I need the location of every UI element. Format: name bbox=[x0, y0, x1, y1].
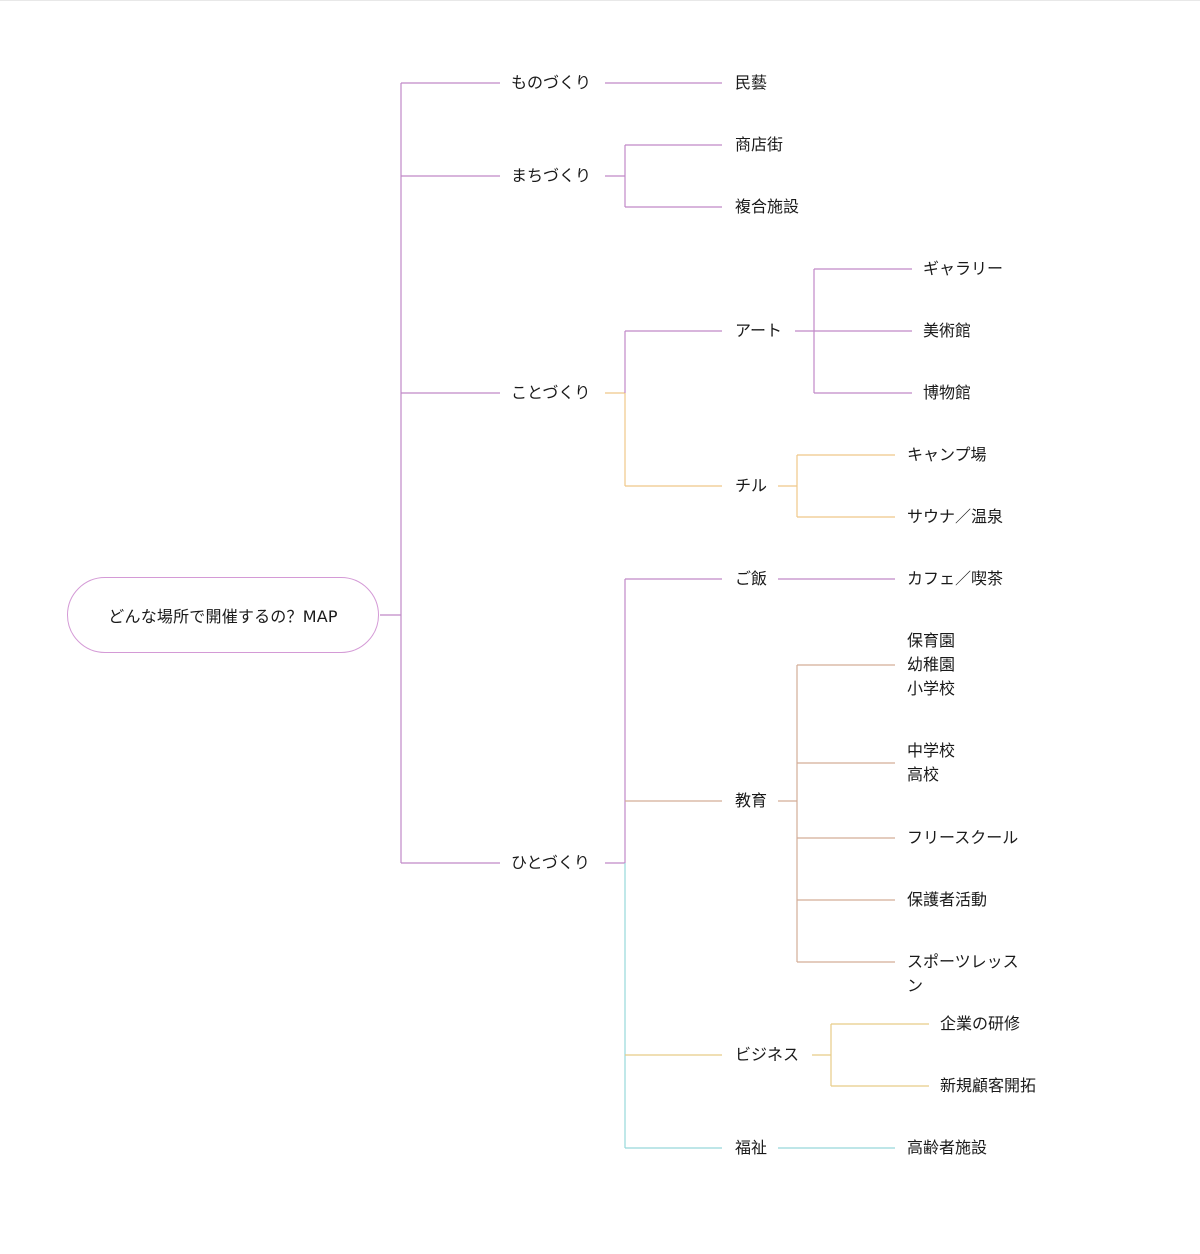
node-fukushi[interactable]: 福祉 bbox=[735, 1138, 768, 1157]
node-chugakko-line-2: 高校 bbox=[907, 765, 940, 784]
node-sports[interactable]: スポーツレッス ン bbox=[907, 950, 1019, 998]
node-koreisha[interactable]: 高齢者施設 bbox=[907, 1138, 988, 1157]
node-hitozukuri[interactable]: ひとづくり bbox=[511, 853, 590, 872]
node-sports-line-2: ン bbox=[907, 976, 924, 995]
node-gohan[interactable]: ご飯 bbox=[735, 569, 768, 588]
level2-edges-top bbox=[605, 82, 722, 208]
kotozukuri-edges bbox=[605, 268, 912, 518]
root-label: どんな場所で開催するの？MAP bbox=[108, 607, 338, 626]
node-sauna[interactable]: サウナ／温泉 bbox=[907, 507, 1004, 526]
node-mingei[interactable]: 民藝 bbox=[735, 73, 768, 92]
node-hoikuen-line-2: 幼稚園 bbox=[907, 655, 956, 674]
node-kenshu[interactable]: 企業の研修 bbox=[940, 1014, 1021, 1033]
node-hogosha[interactable]: 保護者活動 bbox=[907, 890, 988, 909]
node-camp[interactable]: キャンプ場 bbox=[907, 445, 987, 464]
node-business[interactable]: ビジネス bbox=[735, 1045, 800, 1064]
node-hoikuen[interactable]: 保育園 幼稚園 小学校 bbox=[907, 629, 955, 701]
node-kotozukuri[interactable]: ことづくり bbox=[511, 383, 591, 402]
node-chugakko[interactable]: 中学校 高校 bbox=[907, 739, 955, 787]
node-chill[interactable]: チル bbox=[735, 476, 768, 495]
node-sports-line-1: スポーツレッス bbox=[907, 952, 1019, 971]
root-edges bbox=[380, 82, 500, 864]
node-chugakko-line-1: 中学校 bbox=[907, 741, 956, 760]
node-hoikuen-line-3: 小学校 bbox=[907, 679, 956, 698]
node-art[interactable]: アート bbox=[735, 321, 783, 340]
node-cafe[interactable]: カフェ／喫茶 bbox=[907, 569, 1004, 588]
node-machizukuri[interactable]: まちづくり bbox=[511, 166, 592, 185]
node-monozukuri[interactable]: ものづくり bbox=[511, 73, 592, 92]
node-bijutsukan[interactable]: 美術館 bbox=[923, 321, 972, 340]
node-shinki[interactable]: 新規顧客開拓 bbox=[940, 1076, 1037, 1095]
node-fukugo-shisetsu[interactable]: 複合施設 bbox=[735, 197, 800, 216]
node-kyoiku[interactable]: 教育 bbox=[735, 791, 768, 810]
node-gallery[interactable]: ギャラリー bbox=[923, 259, 1004, 278]
hitozukuri-edges bbox=[605, 578, 929, 1149]
node-free-school[interactable]: フリースクール bbox=[907, 828, 1019, 847]
node-hoikuen-line-1: 保育園 bbox=[907, 631, 956, 650]
node-shotengai[interactable]: 商店街 bbox=[735, 135, 784, 154]
root-node[interactable]: どんな場所で開催するの？MAP bbox=[67, 577, 379, 653]
top-divider bbox=[0, 0, 1200, 1]
node-hakubutsukan[interactable]: 博物館 bbox=[923, 383, 972, 402]
